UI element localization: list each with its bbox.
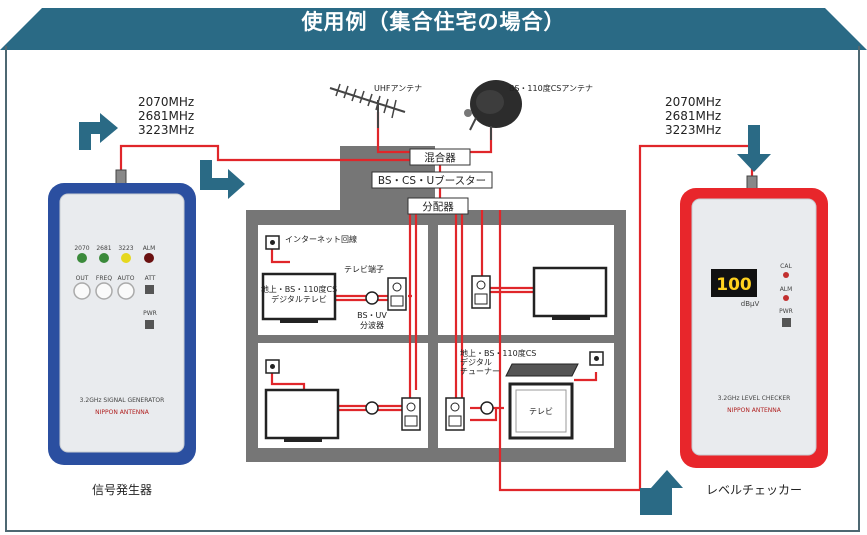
tv-terminal-label: テレビ端子: [344, 264, 384, 274]
room-bottom-right-devices: [445, 351, 604, 440]
chk-text-2: NIPPON ANTENNA: [727, 407, 782, 414]
mixer-box: [409, 148, 471, 166]
chk-alm: ALM: [780, 286, 793, 293]
gen-text-1: 3.2GHz SIGNAL GENERATOR: [80, 397, 165, 404]
gen-btn-2: FREQ: [96, 275, 112, 282]
auto-button: [117, 282, 135, 300]
room-top-left-devices: [261, 235, 407, 323]
equipment: 混合器 BS・CS・Uブースター 分配器: [371, 148, 493, 215]
gen-btn-1: OUT: [76, 275, 89, 282]
uhf-antenna: [329, 83, 406, 128]
arrow-checker-in: [737, 125, 771, 172]
chk-freq-1: 2070MHz: [665, 95, 721, 109]
chk-freq-2: 2681MHz: [665, 109, 721, 123]
chk-pwr: PWR: [779, 308, 793, 315]
att-switch: [145, 285, 154, 294]
chk-cal: CAL: [780, 263, 792, 270]
tv-3: [264, 388, 340, 440]
digital-tv-label-2: デジタルテレビ: [271, 294, 327, 304]
checker-caption: レベルチェッカー: [706, 483, 802, 497]
chk-text-1: 3.2GHz LEVEL CHECKER: [718, 395, 791, 402]
room-bottom-left-devices: [264, 359, 421, 442]
separator: [365, 291, 379, 305]
signal-generator: [48, 169, 196, 465]
freq-button: [95, 282, 113, 300]
level-checker: [680, 175, 828, 468]
tv-2: [532, 266, 608, 318]
checker-connector: [746, 175, 758, 191]
uhf-antenna-label: UHFアンテナ: [374, 84, 422, 93]
digital-tv-label-1: 地上・BS・110度CS: [261, 284, 337, 294]
level-unit: dBμV: [741, 300, 760, 308]
header-background: [0, 8, 867, 50]
gen-ind-4: ALM: [143, 245, 156, 252]
gen-ind-3: 3223: [118, 245, 133, 252]
tv-label: テレビ: [529, 407, 553, 416]
bs-antenna: [464, 80, 522, 140]
out-button: [73, 282, 91, 300]
generator-caption: 信号発生器: [92, 483, 152, 497]
booster-label: BS・CS・Uブースター: [378, 174, 486, 187]
chk-freq-3: 3223MHz: [665, 123, 721, 137]
splitter-box: [407, 197, 469, 215]
booster-box: [371, 171, 493, 189]
pwr-switch: [145, 320, 154, 329]
mixer-label: 混合器: [424, 151, 456, 164]
tuner-label-2: デジタル: [460, 357, 492, 367]
gen-ind-2: 2681: [96, 245, 111, 252]
digital-tv: [261, 272, 337, 321]
gen-ind-1: 2070: [74, 245, 89, 252]
room-top-right-devices: [471, 266, 608, 320]
gen-text-2: NIPPON ANTENNA: [95, 409, 150, 416]
arrow-return: [640, 470, 683, 515]
splitter-label: 分配器: [422, 201, 454, 213]
level-display-value: 100: [716, 275, 752, 295]
tuner-label-3: チューナー: [460, 367, 500, 376]
arrow-to-mixer: [200, 160, 245, 199]
gen-pwr: PWR: [143, 310, 157, 317]
diagram-frame: [5, 46, 860, 532]
separator-label-2: 分波器: [360, 320, 384, 330]
arrows: [79, 113, 771, 515]
cables: [119, 112, 754, 492]
header-banner: 使用例（集合住宅の場合）: [0, 0, 867, 50]
bs-antenna-label: BS・110度CSアンテナ: [509, 83, 593, 93]
separator-label-1: BS・UV: [357, 311, 387, 320]
internet-label: インターネット回線: [285, 234, 357, 244]
gen-freq-3: 3223MHz: [138, 123, 194, 137]
gen-btn-3: AUTO: [118, 275, 135, 282]
generator-connector: [115, 169, 127, 185]
arrow-generator-out: [79, 113, 118, 150]
gen-freq-2: 2681MHz: [138, 109, 194, 123]
tuner: [505, 363, 579, 377]
level-display: [711, 269, 757, 297]
gen-freq-1: 2070MHz: [138, 95, 194, 109]
gen-btn-4: ATT: [145, 275, 156, 282]
tuner-label-1: 地上・BS・110度CS: [460, 348, 536, 358]
page-title: 使用例（集合住宅の場合）: [301, 10, 566, 34]
